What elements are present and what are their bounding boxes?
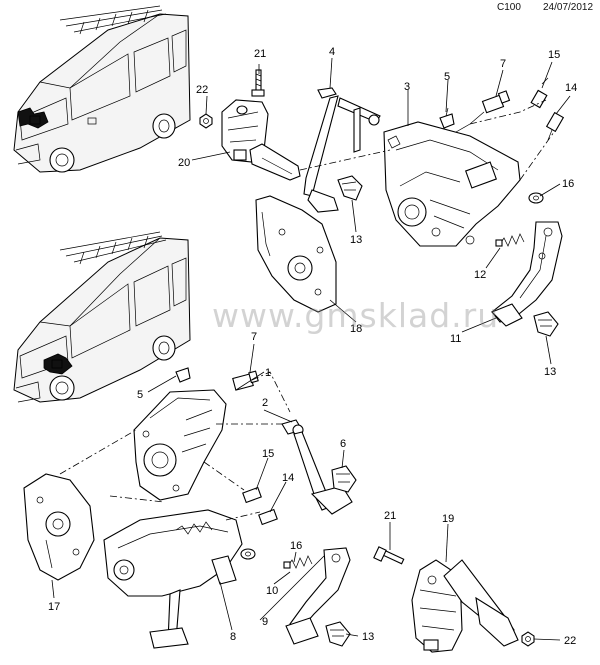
part-13-pad-top-middle	[337, 175, 363, 201]
diagram-code: C100	[497, 2, 521, 13]
callout-20: 20	[178, 157, 190, 169]
callout-6: 6	[340, 438, 346, 450]
part-14-sensor-top	[545, 111, 565, 141]
part-21-bolt-top	[251, 69, 265, 97]
part-10-spring	[283, 555, 313, 569]
part-20-accelerator-pedal	[221, 99, 301, 181]
part-5-clip-top	[439, 107, 455, 129]
callout-22-bottom: 22	[564, 635, 576, 647]
callout-1: 1	[265, 367, 271, 379]
part-16-washer-top	[528, 192, 544, 204]
part-1-pedal-housing	[133, 389, 227, 501]
callout-2: 2	[262, 397, 268, 409]
callout-5-top: 5	[444, 71, 450, 83]
part-16-washer-bottom	[240, 548, 256, 560]
callout-16-top: 16	[562, 178, 574, 190]
callout-21-bottom: 21	[384, 510, 396, 522]
callout-13-bottom: 13	[362, 631, 374, 643]
callout-21-top: 21	[254, 48, 266, 60]
part-7-switch-top	[455, 90, 511, 133]
callout-17: 17	[48, 601, 60, 613]
diagram-date: 24/07/2012	[543, 2, 594, 13]
part-22-nut-top	[199, 113, 213, 129]
callout-12: 12	[474, 269, 486, 281]
callout-3: 3	[404, 81, 410, 93]
part-15-sensor-top	[530, 77, 549, 109]
callout-19: 19	[442, 513, 454, 525]
watermark: www.gmsklad.ru	[212, 296, 500, 335]
callout-10: 10	[266, 585, 278, 597]
part-21-bolt-bottom	[373, 546, 405, 565]
callout-18: 18	[350, 323, 362, 335]
part-17-bracket-plate	[23, 473, 95, 581]
callout-15-top: 15	[548, 49, 560, 61]
part-14-sensor-bottom	[258, 508, 278, 526]
part-3-pedal-box	[383, 121, 521, 247]
callout-14-bottom: 14	[282, 472, 294, 484]
van-top-illustration	[13, 5, 191, 173]
callout-11: 11	[450, 333, 461, 345]
part-9-brake-pedal-arm	[285, 547, 351, 645]
callout-15-bottom: 15	[262, 448, 274, 460]
part-2-clutch-pedal-arm	[281, 419, 353, 515]
callout-7-top: 7	[500, 58, 506, 70]
part-19-accelerator-pedal	[411, 559, 519, 653]
callout-5-bottom: 5	[137, 389, 143, 401]
callout-4: 4	[329, 46, 335, 58]
part-12-spring-top	[495, 233, 525, 247]
part-13-pad-top-right	[533, 311, 559, 337]
part-11-brake-pedal	[491, 221, 563, 327]
callout-14-top: 14	[565, 82, 577, 94]
callout-13-top-middle: 13	[350, 234, 362, 246]
part-8-brake-pedal-assembly	[103, 509, 243, 649]
part-4-pedal-arm	[303, 87, 381, 213]
part-18-bracket-plate	[255, 195, 337, 313]
part-6-pedal-pad	[331, 465, 357, 493]
callout-13-top-right: 13	[544, 366, 556, 378]
part-13-pad-bottom	[325, 621, 351, 647]
callout-8: 8	[230, 631, 236, 643]
callout-16-bottom: 16	[290, 540, 302, 552]
callout-22-top: 22	[196, 84, 208, 96]
part-15-sensor-bottom	[242, 486, 262, 504]
callout-7-bottom: 7	[251, 331, 257, 343]
part-5-clip-bottom	[175, 367, 191, 383]
part-22-nut-bottom	[521, 631, 535, 647]
part-7-switch-bottom	[232, 370, 259, 391]
callout-9: 9	[262, 616, 268, 628]
van-middle-illustration	[13, 231, 191, 403]
